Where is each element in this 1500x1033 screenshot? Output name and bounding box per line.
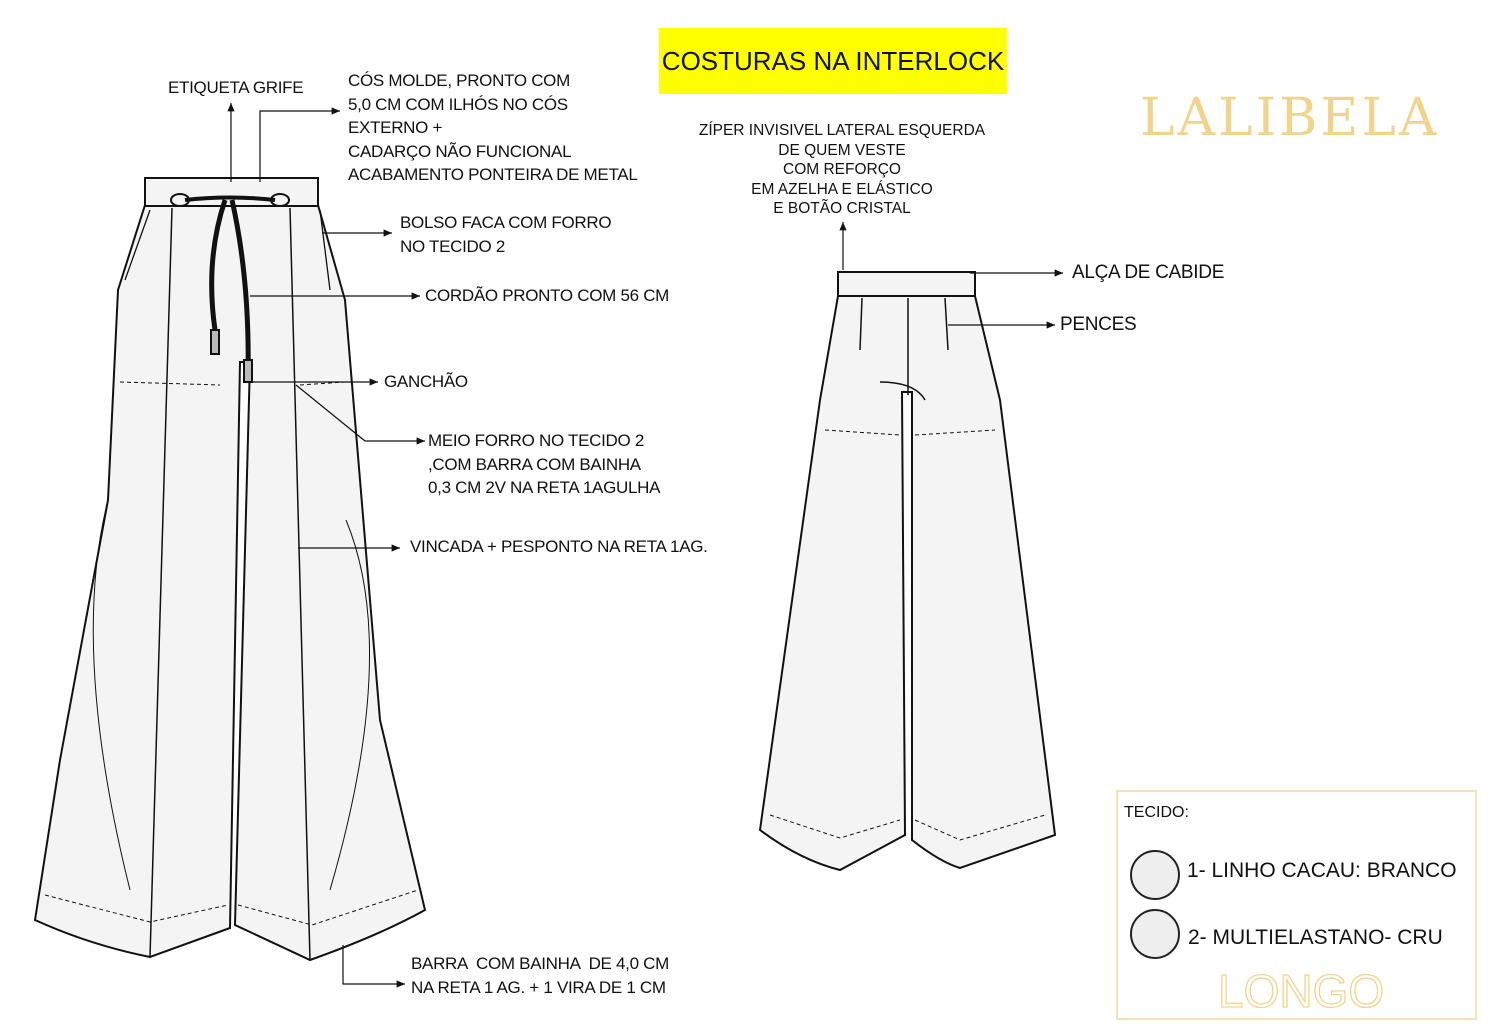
fabric-item-2: 2- MULTIELASTANO- CRU <box>1188 926 1443 949</box>
fabric-swatch-1 <box>1130 850 1180 900</box>
fabric-swatch-2 <box>1130 909 1180 959</box>
front-pants-drawing <box>33 177 427 962</box>
label-vincada: VINCADA + PESPONTO NA RETA 1AG. <box>410 537 708 556</box>
label-bolso: BOLSO FACA COM FORRO NO TECIDO 2 <box>400 213 612 256</box>
brand-logo: LALIBELA <box>1140 88 1440 148</box>
back-pants-drawing <box>758 271 1057 872</box>
length-label: LONGO <box>1217 964 1385 1017</box>
label-cos: CÓS MOLDE, PRONTO COM 5,0 CM COM ILHÓS N… <box>348 71 638 184</box>
callout-arrows <box>227 103 1063 988</box>
label-alca: ALÇA DE CABIDE <box>1072 262 1225 283</box>
label-ziper: ZÍPER INVISIVEL LATERAL ESQUERDA DE QUEM… <box>698 122 986 217</box>
fabric-item-1: 1- LINHO CACAU: BRANCO <box>1187 859 1457 882</box>
label-meio-forro: MEIO FORRO NO TECIDO 2 ,COM BARRA COM BA… <box>428 431 661 497</box>
label-ganchao: GANCHÃO <box>384 372 468 391</box>
label-barra: BARRA COM BAINHA DE 4,0 CM NA RETA 1 AG.… <box>411 954 669 997</box>
label-etiqueta: ETIQUETA GRIFE <box>168 78 304 97</box>
page-title: COSTURAS NA INTERLOCK <box>659 28 1007 94</box>
label-pences: PENCES <box>1060 314 1137 335</box>
fabric-heading: TECIDO: <box>1124 804 1189 821</box>
label-cordao: CORDÃO PRONTO COM 56 CM <box>425 286 670 305</box>
fabric-legend: TECIDO: 1- LINHO CACAU: BRANCO 2- MULTIE… <box>1116 790 1477 1020</box>
